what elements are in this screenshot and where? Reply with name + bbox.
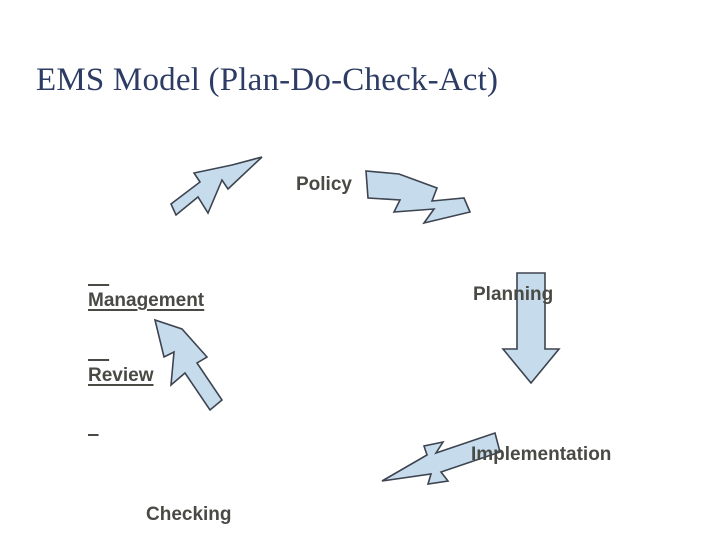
page-title: EMS Model (Plan-Do-Check-Act)	[36, 62, 499, 98]
node-label-checking-line-1: Checking	[146, 504, 232, 525]
node-label-checking-corrective-action: Checking Corrective Action	[146, 452, 304, 540]
arrow-review-to-policy	[170, 156, 263, 217]
arrow-policy-to-planning	[365, 170, 472, 225]
node-label-planning: Planning	[473, 232, 553, 357]
node-label-management-review-line-1: Management	[88, 290, 205, 311]
node-label-policy: Policy	[296, 122, 352, 247]
arrow-implementation-to-checking	[381, 431, 501, 485]
node-label-implementation: Implementation	[471, 392, 611, 517]
node-label-management-review-line-2: Review	[88, 365, 154, 386]
node-label-policy-line-1: Policy	[296, 174, 352, 195]
node-label-planning-line-1: Planning	[473, 284, 554, 305]
arrow-checking-to-review	[153, 318, 224, 412]
node-label-management-review: Management Review	[88, 238, 204, 438]
arrow-planning-to-implementation	[501, 272, 561, 385]
node-label-implementation-line-1: Implementation	[471, 444, 612, 465]
